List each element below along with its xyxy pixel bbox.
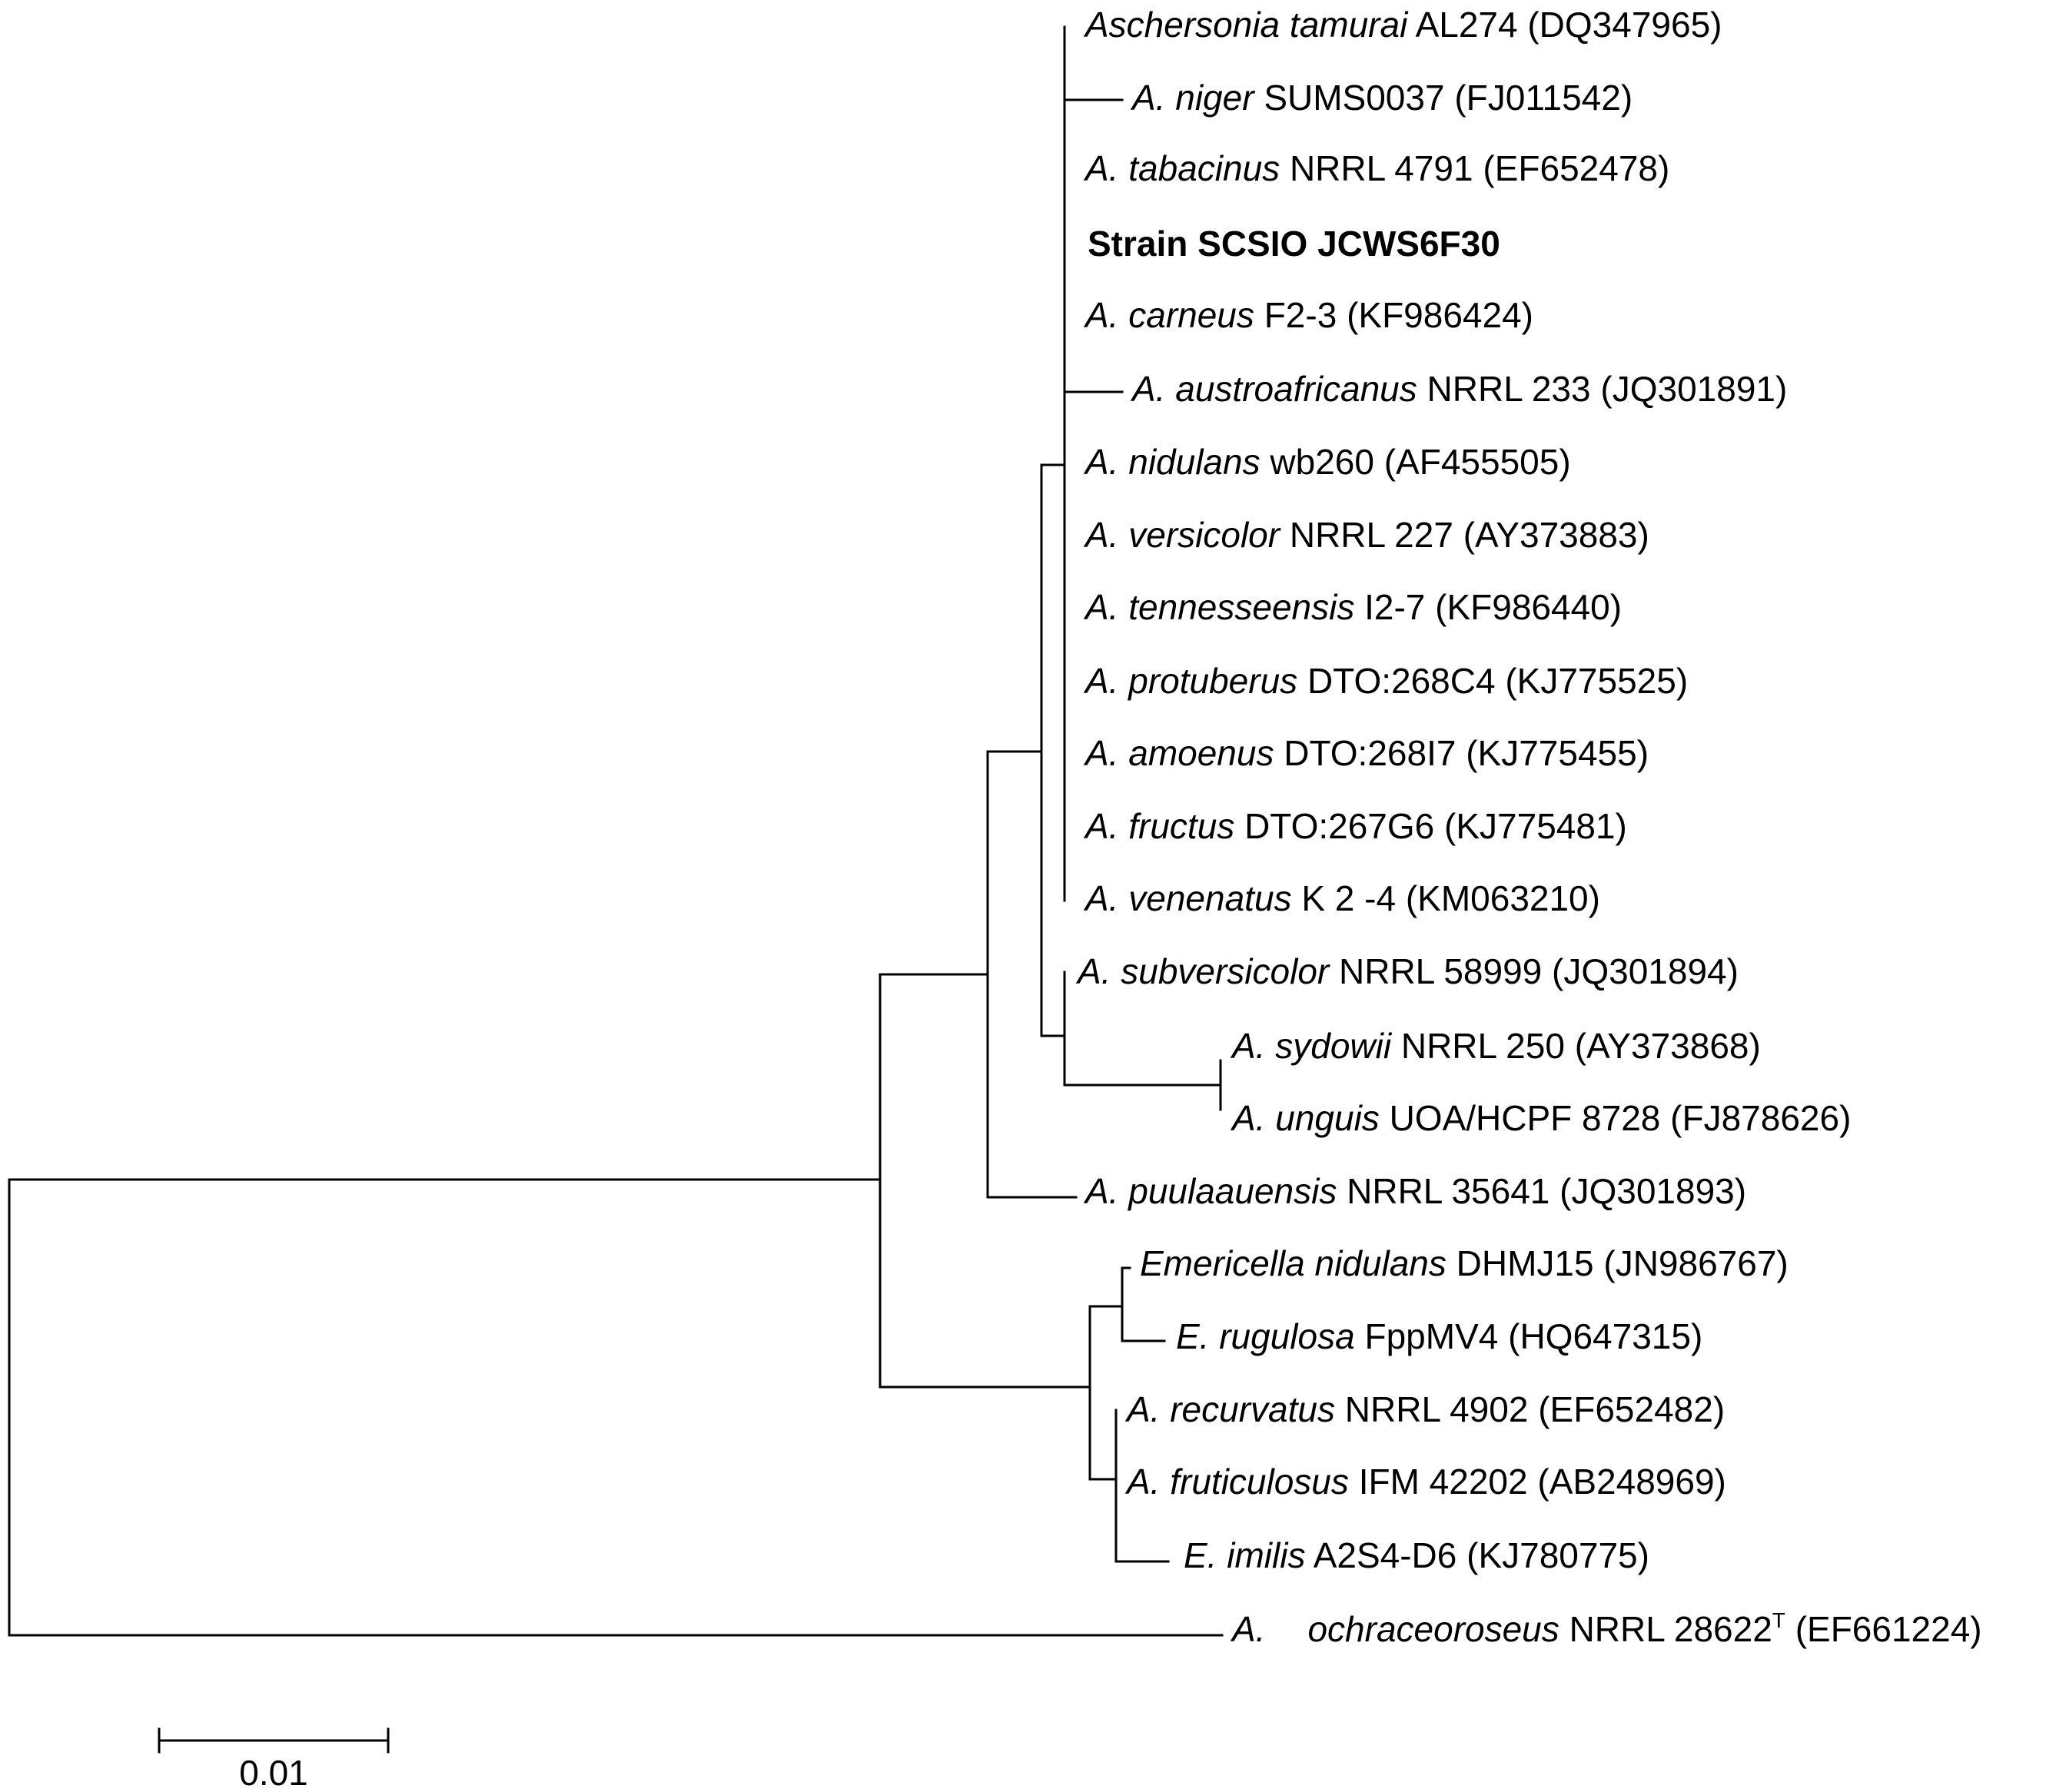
taxon-label: A. fructus DTO:267G6 (KJ775481) [1083, 806, 1627, 846]
taxon-label: A. recurvatus NRRL 4902 (EF652482) [1124, 1389, 1725, 1429]
taxon-label: A. fruticulosus IFM 42202 (AB248969) [1124, 1462, 1726, 1502]
taxon-label: A. subversicolor NRRL 58999 (JQ301894) [1075, 951, 1739, 991]
taxon-label: A. austroafricanus NRRL 233 (JQ301891) [1130, 369, 1787, 409]
taxon-label-highlighted: Strain SCSIO JCWS6F30 [1088, 224, 1500, 264]
taxon-label: A. versicolor NRRL 227 (AY373883) [1083, 515, 1649, 555]
taxon-label: A. unguis UOA/HCPF 8728 (FJ878626) [1230, 1098, 1851, 1138]
taxon-label: A. venenatus K 2 -4 (KM063210) [1083, 878, 1600, 918]
scale-bar: 0.01 [158, 1727, 390, 1792]
taxon-label-outgroup: A.ochraceoroseus NRRL 28622T (EF661224) [1230, 1608, 1982, 1649]
taxon-labels: Aschersonia tamurai AL274 (DQ347965) A. … [1075, 5, 1982, 1649]
taxon-label: A. carneus F2-3 (KF986424) [1083, 295, 1533, 335]
taxon-label: Emericella nidulans DHMJ15 (JN986767) [1140, 1243, 1789, 1283]
taxon-label: A. tabacinus NRRL 4791 (EF652478) [1083, 148, 1669, 188]
taxon-label: A. sydowii NRRL 250 (AY373868) [1230, 1026, 1761, 1066]
taxon-label: A. amoenus DTO:268I7 (KJ775455) [1083, 733, 1649, 773]
taxon-label: A. protuberus DTO:268C4 (KJ775525) [1083, 661, 1688, 701]
tree-branches [8, 25, 1224, 1637]
taxon-label: Aschersonia tamurai AL274 (DQ347965) [1083, 5, 1722, 45]
taxon-label: A. niger SUMS0037 (FJ011542) [1130, 78, 1633, 118]
taxon-label: E. rugulosa FppMV4 (HQ647315) [1176, 1316, 1702, 1356]
scale-bar-label: 0.01 [239, 1753, 308, 1792]
taxon-label: E. imilis A2S4-D6 (KJ780775) [1184, 1535, 1649, 1575]
taxon-label: A. tennesseensis I2-7 (KF986440) [1083, 587, 1622, 627]
taxon-label: A. puulaauensis NRRL 35641 (JQ301893) [1083, 1171, 1746, 1211]
taxon-label: A. nidulans wb260 (AF455505) [1083, 442, 1571, 482]
